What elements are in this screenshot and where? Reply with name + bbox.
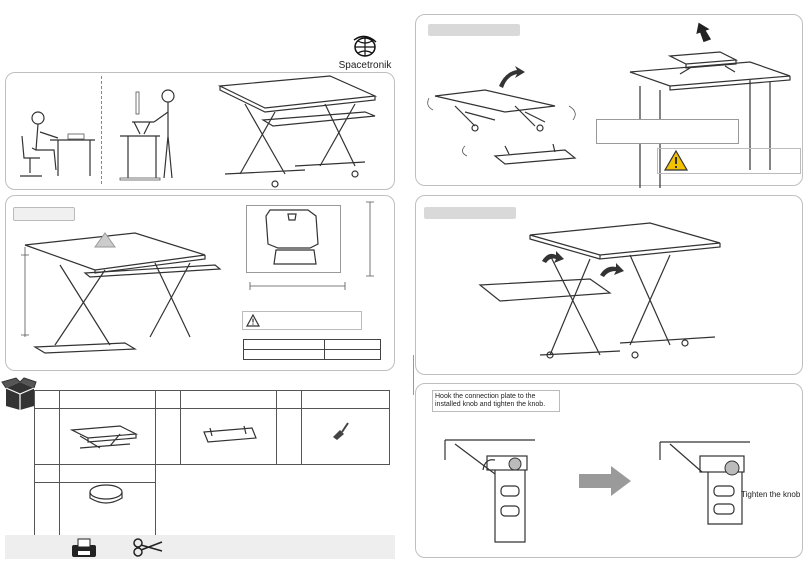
sitting-person-illustration xyxy=(20,111,95,177)
page-fold xyxy=(413,355,414,395)
warning-icon-yellow xyxy=(663,149,689,171)
lift-desk-illustration xyxy=(427,66,577,165)
footer-bar xyxy=(5,535,395,559)
section-tag-step1 xyxy=(428,24,520,36)
printer-icon xyxy=(72,538,96,557)
assembly-note-text: Hook the connection plate to the install… xyxy=(435,393,546,408)
desk-unit-icon xyxy=(69,425,139,449)
section-tag-dimensions xyxy=(13,207,75,221)
step-note-box xyxy=(596,119,739,144)
screwdriver-icon xyxy=(333,422,349,440)
arrow-right-icon xyxy=(579,466,631,496)
part-cable-ring xyxy=(59,482,156,542)
warning-note-box xyxy=(242,311,362,330)
part-screwdriver xyxy=(301,408,390,465)
section-tag-step2 xyxy=(424,207,516,219)
tabletop-diagram xyxy=(246,205,341,273)
part-desk-unit xyxy=(59,408,156,465)
dimension-arrows xyxy=(249,201,374,290)
knob-before-illustration xyxy=(444,439,535,543)
warning-icon xyxy=(245,313,261,327)
box-icon xyxy=(1,377,37,410)
knob-label: Tighten the knob xyxy=(741,490,801,499)
warning-box-right xyxy=(657,148,801,174)
tabletop-outline xyxy=(265,209,319,265)
desk-dimension-drawing xyxy=(21,232,222,354)
standing-person-illustration xyxy=(119,89,175,181)
cable-ring-icon xyxy=(89,484,123,504)
tray-attach-illustration xyxy=(478,222,721,359)
parts-table xyxy=(34,390,390,542)
desk-converter-overview xyxy=(217,75,378,188)
globe-icon xyxy=(353,35,377,57)
divider-dashed xyxy=(101,76,102,184)
knob-after-illustration xyxy=(659,441,750,525)
keyboard-tray-icon xyxy=(203,425,257,443)
part-keyboard-tray xyxy=(180,408,277,465)
spec-table xyxy=(243,339,381,360)
brand-logo: Spacetronik xyxy=(335,34,395,71)
brand-name: Spacetronik xyxy=(338,60,392,71)
panel-usage-overview xyxy=(5,72,395,190)
assembly-note-box xyxy=(432,390,560,412)
scissors-icon xyxy=(133,538,163,557)
panel-unpack-place xyxy=(415,14,803,186)
